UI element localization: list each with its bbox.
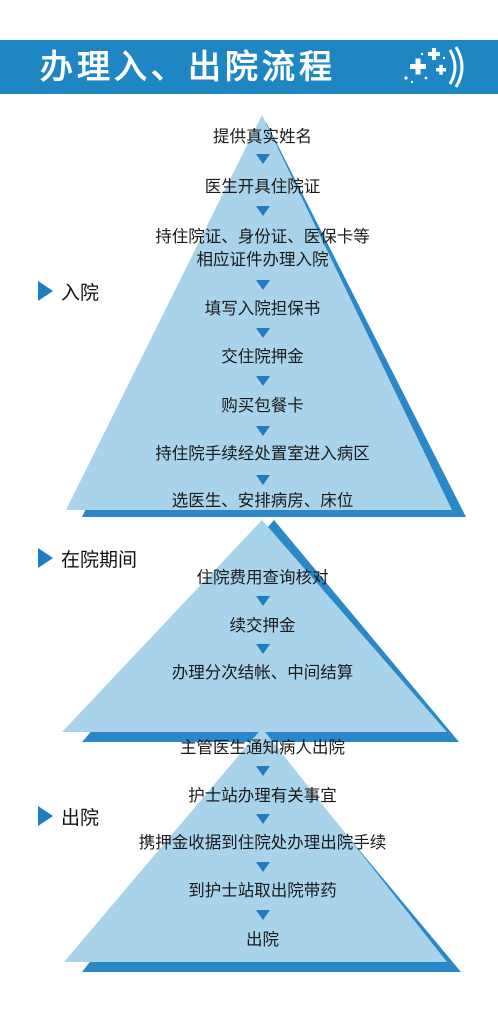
stay-triangle <box>62 520 447 732</box>
down-arrow-icon <box>256 426 270 436</box>
down-arrow-icon <box>256 766 270 776</box>
section-pointer-icon <box>38 548 53 568</box>
step-interim-settlement: 办理分次结帐、中间结算 <box>171 663 354 682</box>
down-arrow-icon <box>256 596 270 606</box>
step-meal-card: 购买包餐卡 <box>221 396 304 415</box>
section-admission: 入院 <box>38 279 100 304</box>
step-choose-doctor: 选医生、安排病房、床位 <box>171 491 354 510</box>
step-doctor-notice: 主管医生通知病人出院 <box>180 738 345 757</box>
step-bring-documents-cont: 相应证件办理入院 <box>196 250 329 269</box>
discharge-triangle <box>64 728 447 962</box>
step-discharge-procedure: 携押金收据到住院处办理出院手续 <box>138 833 387 852</box>
step-deposit: 交住院押金 <box>221 347 304 366</box>
page-title: 办理入、出院流程 <box>40 47 336 86</box>
step-hospital-certificate: 医生开具住院证 <box>204 177 321 196</box>
down-arrow-icon <box>256 910 270 920</box>
triangle-fills <box>62 115 452 962</box>
step-provide-name: 提供真实姓名 <box>213 127 312 146</box>
medical-cross-icon <box>404 46 464 88</box>
step-discharge: 出院 <box>246 930 279 949</box>
section-discharge-label: 出院 <box>61 806 100 829</box>
down-arrow-icon <box>256 280 270 290</box>
section-admission-label: 入院 <box>61 281 100 304</box>
down-arrow-icon <box>256 862 270 872</box>
step-fee-check: 住院费用查询核对 <box>196 568 329 587</box>
title-banner: 办理入、出院流程 <box>0 40 498 94</box>
admission-triangle <box>66 115 452 510</box>
section-pointer-icon <box>38 281 53 301</box>
down-arrow-icon <box>256 376 270 386</box>
step-bring-documents: 持住院证、身份证、医保卡等 <box>155 227 370 246</box>
down-arrow-icon <box>256 644 270 654</box>
step-take-medicine: 到护士站取出院带药 <box>188 881 337 900</box>
down-arrow-icon <box>256 206 270 216</box>
down-arrow-icon <box>256 154 270 164</box>
step-extra-deposit: 续交押金 <box>229 616 296 635</box>
down-arrow-icon <box>256 328 270 338</box>
section-during-stay: 在院期间 <box>38 546 138 571</box>
down-arrow-icon <box>256 475 270 485</box>
section-during-stay-label: 在院期间 <box>61 548 138 571</box>
step-guarantee-form: 填写入院担保书 <box>204 299 321 318</box>
section-pointer-icon <box>38 806 53 826</box>
step-enter-ward: 持住院手续经处置室进入病区 <box>155 444 370 463</box>
down-arrow-icon <box>256 814 270 824</box>
step-nurse-station: 护士站办理有关事宜 <box>188 786 337 805</box>
section-discharge: 出院 <box>38 804 100 829</box>
